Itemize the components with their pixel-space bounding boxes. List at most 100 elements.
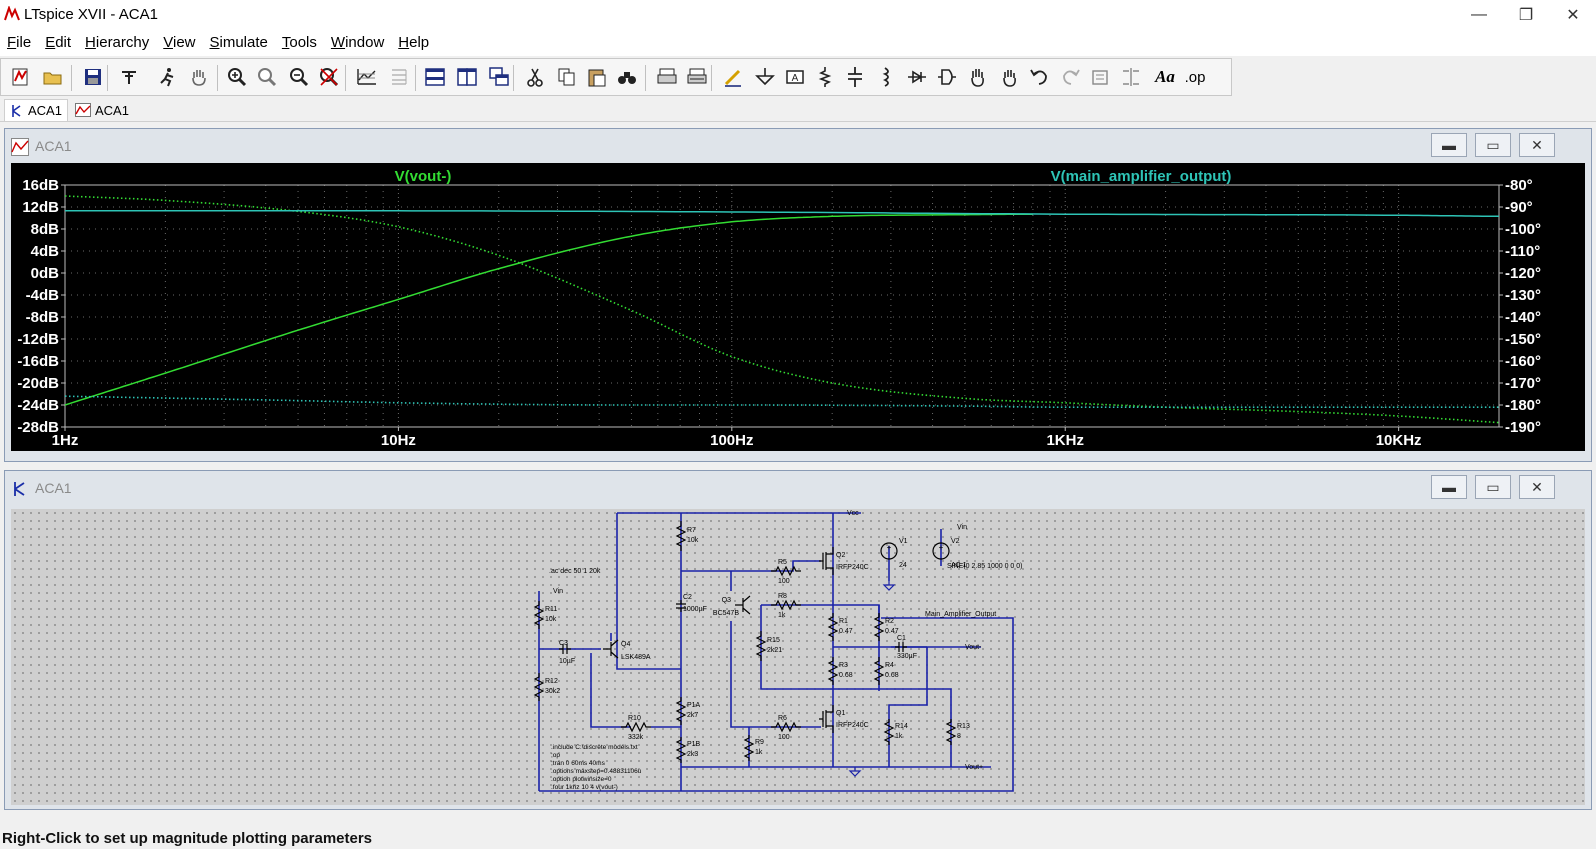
menu-file[interactable]: File (0, 30, 38, 56)
label-net-icon[interactable]: A (781, 63, 809, 91)
plot-window-titlebar[interactable]: ACA1 ▬ ▭ ✕ (5, 129, 1591, 163)
pan-icon[interactable] (185, 63, 213, 91)
resistor-r5[interactable] (771, 565, 801, 577)
text-icon[interactable]: Aa (1155, 67, 1175, 86)
resistor-r1[interactable] (827, 613, 839, 641)
rotate-icon[interactable] (1087, 63, 1115, 91)
trace-label-vout-minus[interactable]: V(vout-) (395, 168, 452, 185)
paste-icon[interactable] (583, 63, 611, 91)
grid-icon[interactable] (385, 63, 413, 91)
resistor-r2[interactable] (873, 613, 885, 641)
cascade-icon[interactable] (485, 63, 513, 91)
resistor-r13[interactable] (945, 719, 957, 745)
component-icon[interactable] (933, 63, 961, 91)
draw-wire-icon[interactable] (719, 63, 747, 91)
ground-icon[interactable] (751, 63, 779, 91)
resistor-r8[interactable] (771, 599, 801, 611)
resistor-r9[interactable] (743, 735, 755, 761)
undo-icon[interactable] (1025, 63, 1053, 91)
tab-schematic[interactable]: ACA1 (4, 99, 68, 121)
copy-icon[interactable] (553, 63, 581, 91)
menu-view[interactable]: View (156, 30, 202, 56)
plot-close-button[interactable]: ✕ (1519, 133, 1555, 157)
open-icon[interactable] (39, 63, 67, 91)
component-value: 1k (895, 733, 903, 740)
plot-maximize-button[interactable]: ▭ (1475, 133, 1511, 157)
resistor-r11[interactable] (533, 601, 545, 629)
component-value: 332k (628, 734, 644, 741)
source-v1[interactable] (880, 542, 898, 560)
mosfet-q2[interactable] (819, 547, 834, 575)
schematic-minimize-button[interactable]: ▬ (1431, 475, 1467, 499)
menu-tools[interactable]: Tools (275, 30, 324, 56)
tile-horizontal-icon[interactable] (453, 63, 481, 91)
resistor-r3[interactable] (827, 657, 839, 685)
y-left-tick-label: -28dB (17, 419, 59, 436)
menu-simulate[interactable]: Simulate (203, 30, 275, 56)
source-polarity: + (939, 543, 944, 552)
print-setup-icon[interactable] (683, 63, 711, 91)
close-button[interactable]: ✕ (1566, 7, 1580, 24)
diode-icon[interactable] (903, 63, 931, 91)
capacitor-c1[interactable] (895, 642, 907, 652)
drag-icon[interactable] (995, 63, 1023, 91)
transistor-q3[interactable] (735, 595, 751, 615)
resistor-r12[interactable] (533, 673, 545, 701)
resistor-r4[interactable] (873, 657, 885, 685)
schematic-close-button[interactable]: ✕ (1519, 475, 1555, 499)
resistor-r14[interactable] (883, 719, 895, 745)
save-icon[interactable] (79, 63, 107, 91)
tile-vertical-icon[interactable] (421, 63, 449, 91)
source-v2[interactable] (932, 542, 950, 560)
transistor-q4[interactable] (603, 639, 619, 659)
mirror-icon[interactable] (1117, 63, 1145, 91)
minimize-button[interactable]: — (1471, 6, 1487, 23)
resistor-r15[interactable] (755, 631, 767, 661)
move-icon[interactable] (963, 63, 991, 91)
cancel-zoom-icon[interactable] (315, 63, 343, 91)
capacitor-c3[interactable] (559, 644, 571, 654)
run-icon[interactable] (153, 63, 181, 91)
menu-window[interactable]: Window (324, 30, 391, 56)
resistor-icon[interactable] (811, 63, 839, 91)
new-schematic-icon[interactable] (7, 63, 35, 91)
zoom-out-icon[interactable] (285, 63, 313, 91)
capacitor-c2[interactable] (676, 600, 686, 612)
autorange-icon[interactable] (353, 63, 381, 91)
schematic-icon (14, 482, 25, 496)
menu-hotkey: T (281, 34, 290, 51)
menu-hierarchy[interactable]: Hierarchy (78, 30, 156, 56)
resistor-r7[interactable] (675, 521, 687, 551)
control-panel-icon[interactable] (115, 63, 143, 91)
spice-directive-icon[interactable]: .op (1184, 68, 1206, 86)
zoom-extents-icon[interactable] (253, 63, 281, 91)
redo-icon[interactable] (1057, 63, 1085, 91)
spice-directive: .include C:\discrete models.txt (551, 744, 638, 751)
resistor-r6[interactable] (771, 721, 801, 733)
find-icon[interactable] (613, 63, 641, 91)
capacitor-icon[interactable] (841, 63, 869, 91)
menu-help[interactable]: Help (391, 30, 436, 56)
menu-edit[interactable]: Edit (38, 30, 78, 56)
zoom-in-icon[interactable] (223, 63, 251, 91)
spice-directive: .option plotwinsize=0 (551, 776, 612, 783)
resistor-r10[interactable] (621, 721, 651, 733)
inductor-icon[interactable] (873, 63, 901, 91)
schematic-maximize-button[interactable]: ▭ (1475, 475, 1511, 499)
resistor-p1a[interactable] (675, 697, 687, 725)
schematic-window-titlebar[interactable]: ACA1 ▬ ▭ ✕ (5, 471, 1591, 505)
net-label-vin: Vin (553, 588, 563, 595)
restore-button[interactable]: ❐ (1518, 7, 1534, 24)
mosfet-q1[interactable] (819, 705, 834, 733)
resistor-p1b[interactable] (675, 737, 687, 763)
wire (927, 688, 952, 767)
plot-minimize-button[interactable]: ▬ (1431, 133, 1467, 157)
print-icon[interactable] (653, 63, 681, 91)
trace-label-main-amplifier-output[interactable]: V(main_amplifier_output) (1051, 168, 1232, 185)
tab-waveform[interactable]: ACA1 (70, 99, 134, 121)
cut-icon[interactable] (521, 63, 549, 91)
